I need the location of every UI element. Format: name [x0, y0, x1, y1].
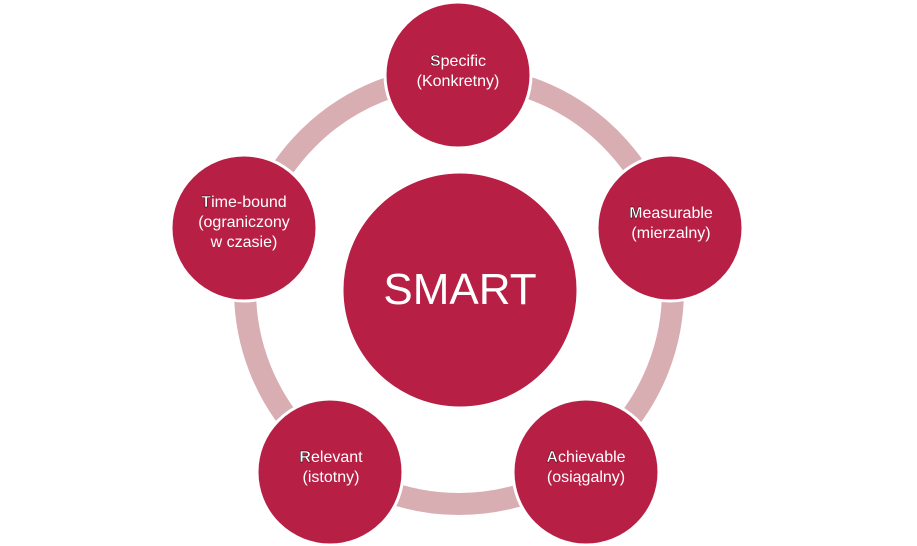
node-time-bound-translation-line-1: (ograniczony — [198, 214, 290, 231]
node-specific-initial: S — [429, 53, 441, 70]
node-measurable-circle — [595, 153, 745, 303]
node-time-bound-translation-line-2: w czasie) — [210, 234, 278, 251]
node-time-bound-title: ime-bound — [211, 194, 287, 211]
node-specific-translation: (Konkretny) — [416, 73, 500, 90]
node-relevant-initial: R — [299, 449, 311, 466]
center-circle — [340, 170, 580, 410]
node-relevant-translation: (istotny) — [302, 469, 360, 486]
node-measurable-title: easurable — [642, 205, 713, 222]
center-label: SMART — [383, 265, 537, 314]
node-measurable-initial: M — [629, 205, 643, 222]
node-achievable-circle — [511, 397, 661, 546]
node-time-bound-circle — [169, 153, 319, 303]
node-specific-label: Specific (Konkretny) — [417, 52, 500, 92]
node-time-bound-label: Time-bound (ograniczony w czasie) — [198, 193, 290, 253]
node-relevant-label: Relevant (istotny) — [299, 448, 362, 488]
node-achievable-translation: (osiągalny) — [546, 469, 626, 486]
node-achievable-label: Achievable (osiągalny) — [546, 448, 625, 488]
node-relevant-circle — [255, 397, 405, 546]
node-measurable-translation: (mierzalny) — [631, 225, 711, 242]
node-specific-title: pecific — [440, 53, 487, 70]
node-specific-circle — [383, 0, 533, 150]
node-achievable-title: chievable — [557, 449, 626, 466]
node-relevant-title: elevant — [310, 449, 363, 466]
node-achievable-initial: A — [546, 449, 558, 466]
node-time-bound-initial: T — [201, 194, 212, 211]
node-measurable-label: Measurable (mierzalny) — [629, 204, 713, 244]
